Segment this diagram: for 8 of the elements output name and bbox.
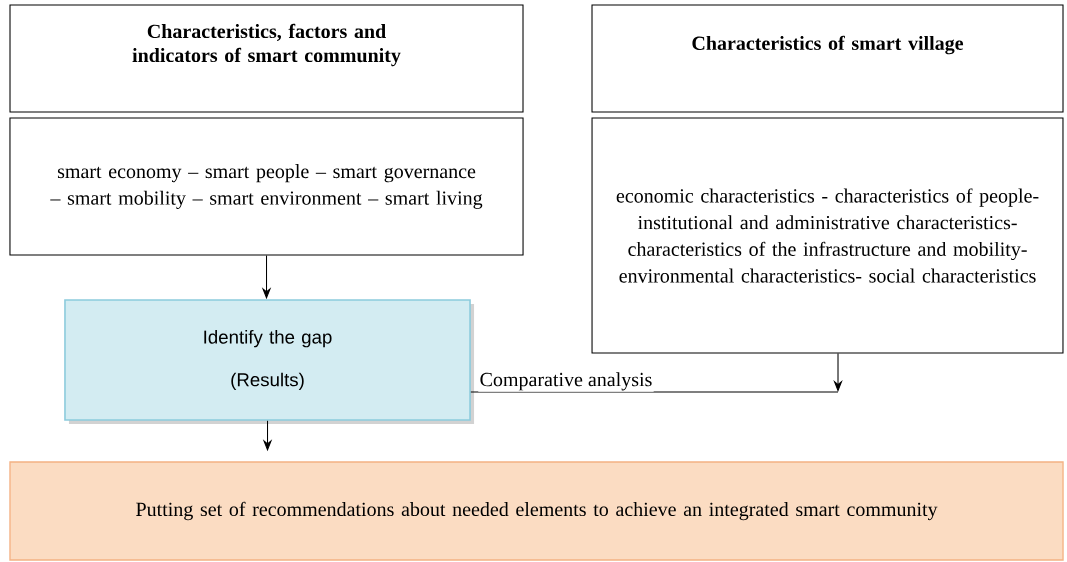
node-text: Characteristics, factors and indicators of smart community	[132, 23, 401, 67]
node-text: Characteristics of smart village	[692, 35, 964, 55]
text-box: economic characteristics - characteristics of people- institutional and administrative characteristics- characteristics of the infrastructure and mobility- environmental characteristics- social characteristics	[591, 117, 1064, 354]
result-box: Identify the gap (Results)	[64, 299, 475, 424]
recommendation-box: Putting set of recommendations about needed elements to achieve an integrated smart community	[9, 461, 1064, 561]
connector-line	[470, 391, 839, 393]
text-box: smart economy – smart people – smart governance – smart mobility – smart environment – smart living	[9, 117, 524, 256]
edge-label: Comparative analysis	[478, 370, 654, 392]
